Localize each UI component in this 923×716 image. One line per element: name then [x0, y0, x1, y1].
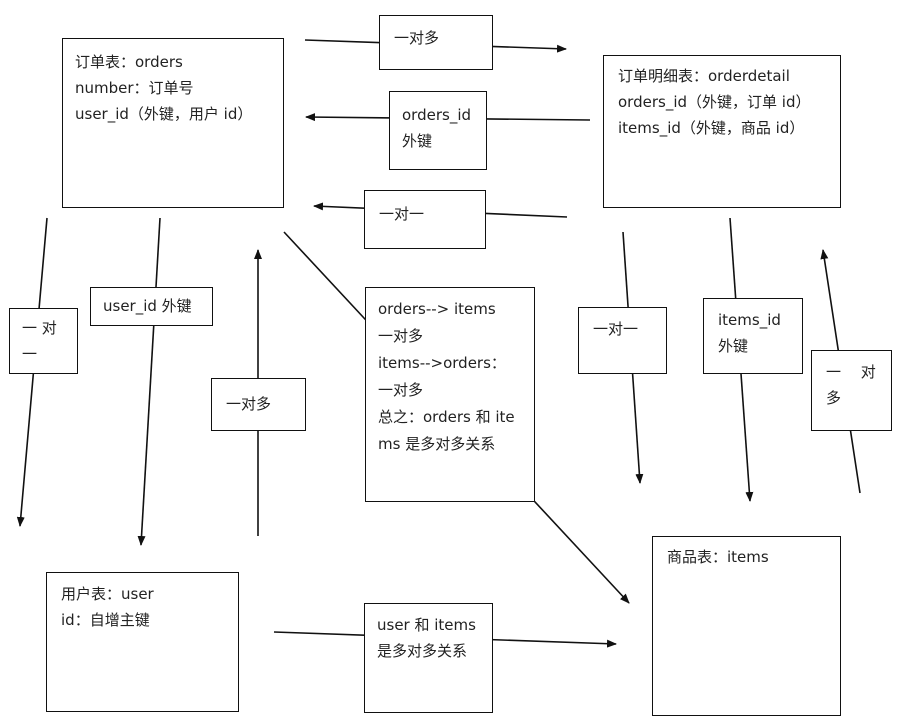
label-orders-user-one: 一 对 一 [9, 308, 78, 374]
label-orderdetail-orders-one: 一对一 [364, 190, 486, 249]
label-items-orderdetail-many: 一 对 多 [811, 350, 892, 431]
arrow-orders-to-user-fk [137, 217, 161, 546]
label-orders-orderdetail: 一对多 [379, 15, 493, 70]
orders-field-user-id: user_id（外键，用户 id） [75, 105, 253, 123]
orderdetail-field-orders-id: orders_id（外键，订单 id） [618, 93, 811, 111]
label-user-orders-many: 一对多 [211, 378, 306, 431]
orderdetail-table-title: 订单明细表：orderdetail [618, 67, 790, 85]
user-table-title: 用户表：user [61, 585, 154, 603]
label-orderdetail-fk-orders: orders_id 外键 [389, 91, 487, 170]
orderdetail-field-items-id: items_id（外键，商品 id） [618, 119, 805, 137]
label-orders-items-summary: orders--> items 一对多 items-->orders： 一对多 … [365, 287, 535, 502]
orders-field-number: number：订单号 [75, 79, 194, 97]
items-table-box: 商品表：items [652, 536, 841, 716]
label-orders-user-fk: user_id 外键 [90, 287, 213, 326]
user-table-box: 用户表：user id：自增主键 [46, 572, 239, 712]
label-orderdetail-items-one: 一对一 [578, 307, 667, 374]
orderdetail-table-box: 订单明细表：orderdetail orders_id（外键，订单 id） it… [603, 55, 841, 208]
user-field-id: id：自增主键 [61, 611, 150, 629]
label-orderdetail-items-fk: items_id 外键 [703, 298, 803, 374]
label-user-items-many: user 和 items 是多对多关系 [364, 603, 493, 713]
orders-table-title: 订单表：orders [75, 53, 183, 71]
orders-table-box: 订单表：orders number：订单号 user_id（外键，用户 id） [62, 38, 284, 208]
items-table-title: 商品表：items [667, 548, 769, 566]
